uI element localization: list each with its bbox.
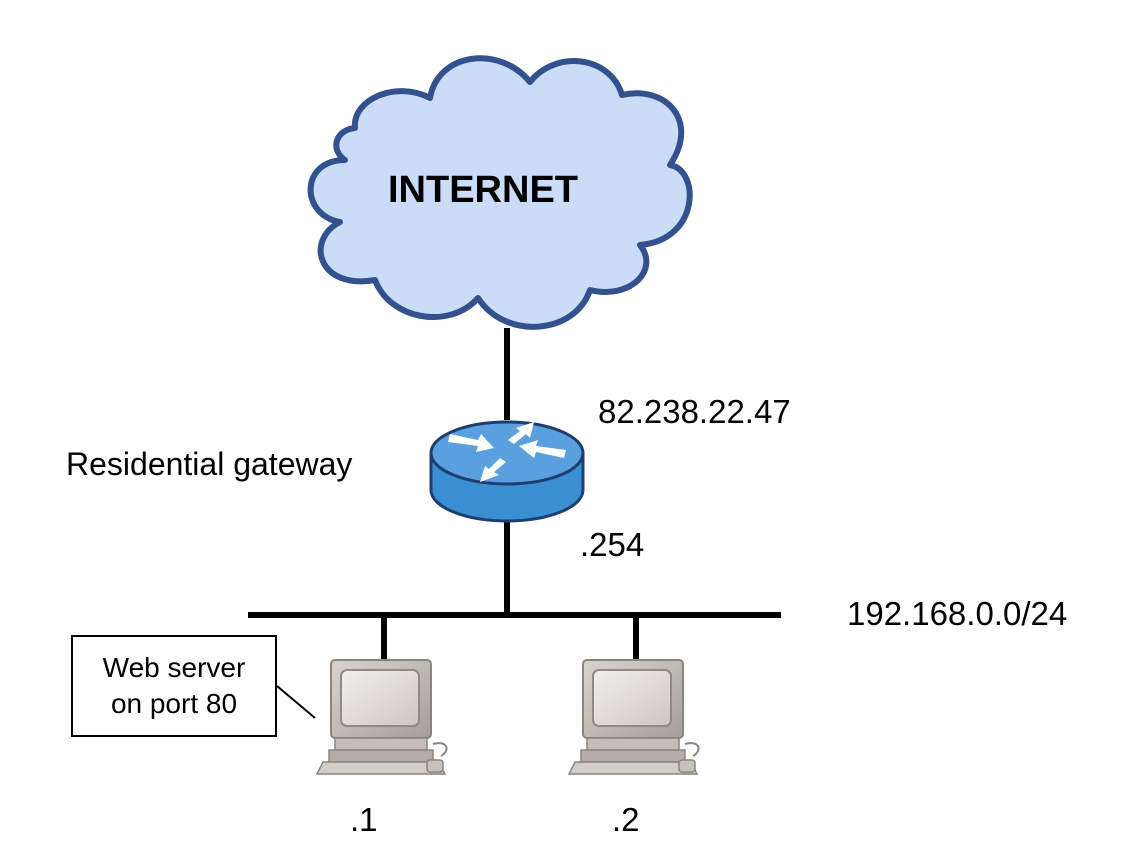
host2-label: .2: [612, 801, 640, 838]
gateway-wan-ip: 82.238.22.47: [598, 393, 791, 430]
cloud-label: INTERNET: [388, 169, 578, 211]
web-server-callout: Web server on port 80: [71, 635, 277, 737]
host1-computer-icon: [315, 659, 448, 775]
callout-line-2: on port 80: [110, 688, 238, 719]
gateway-lan-ip: .254: [580, 526, 645, 563]
callout-line-1: Web server: [102, 652, 246, 683]
host1-label: .1: [350, 801, 378, 838]
lan-subnet-label: 192.168.0.0/24: [847, 595, 1068, 632]
router-icon: [429, 420, 585, 523]
gateway-label: Residential gateway: [66, 446, 353, 482]
callout-pointer: [276, 685, 316, 719]
internet-cloud-icon: [307, 55, 693, 330]
host2-computer-icon: [567, 659, 700, 775]
